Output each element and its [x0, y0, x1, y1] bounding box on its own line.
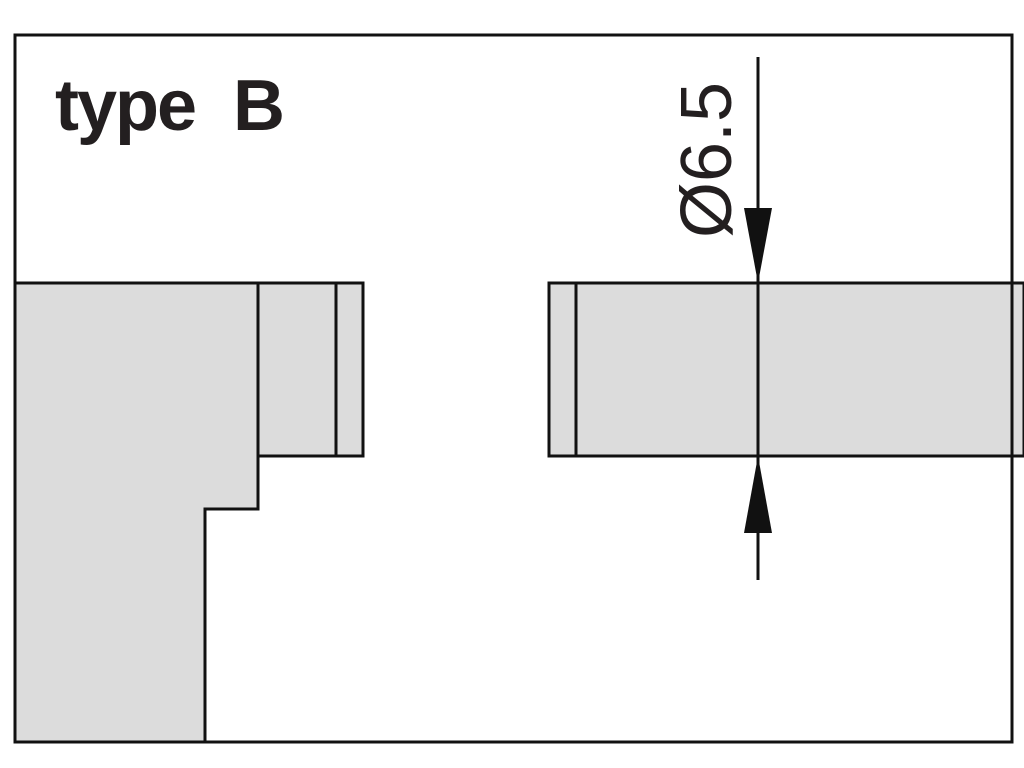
dimension-label: Ø6.5 — [667, 82, 747, 238]
title-type-label: type — [55, 66, 195, 146]
right-pin — [547, 281, 1024, 458]
title-type-letter: B — [233, 66, 283, 146]
dimension-arrow-up — [744, 456, 772, 533]
left-part-body — [13, 281, 260, 744]
drawing-frame — [13, 33, 1014, 744]
dimension-arrow-down — [744, 208, 772, 283]
left-pin — [256, 281, 365, 458]
